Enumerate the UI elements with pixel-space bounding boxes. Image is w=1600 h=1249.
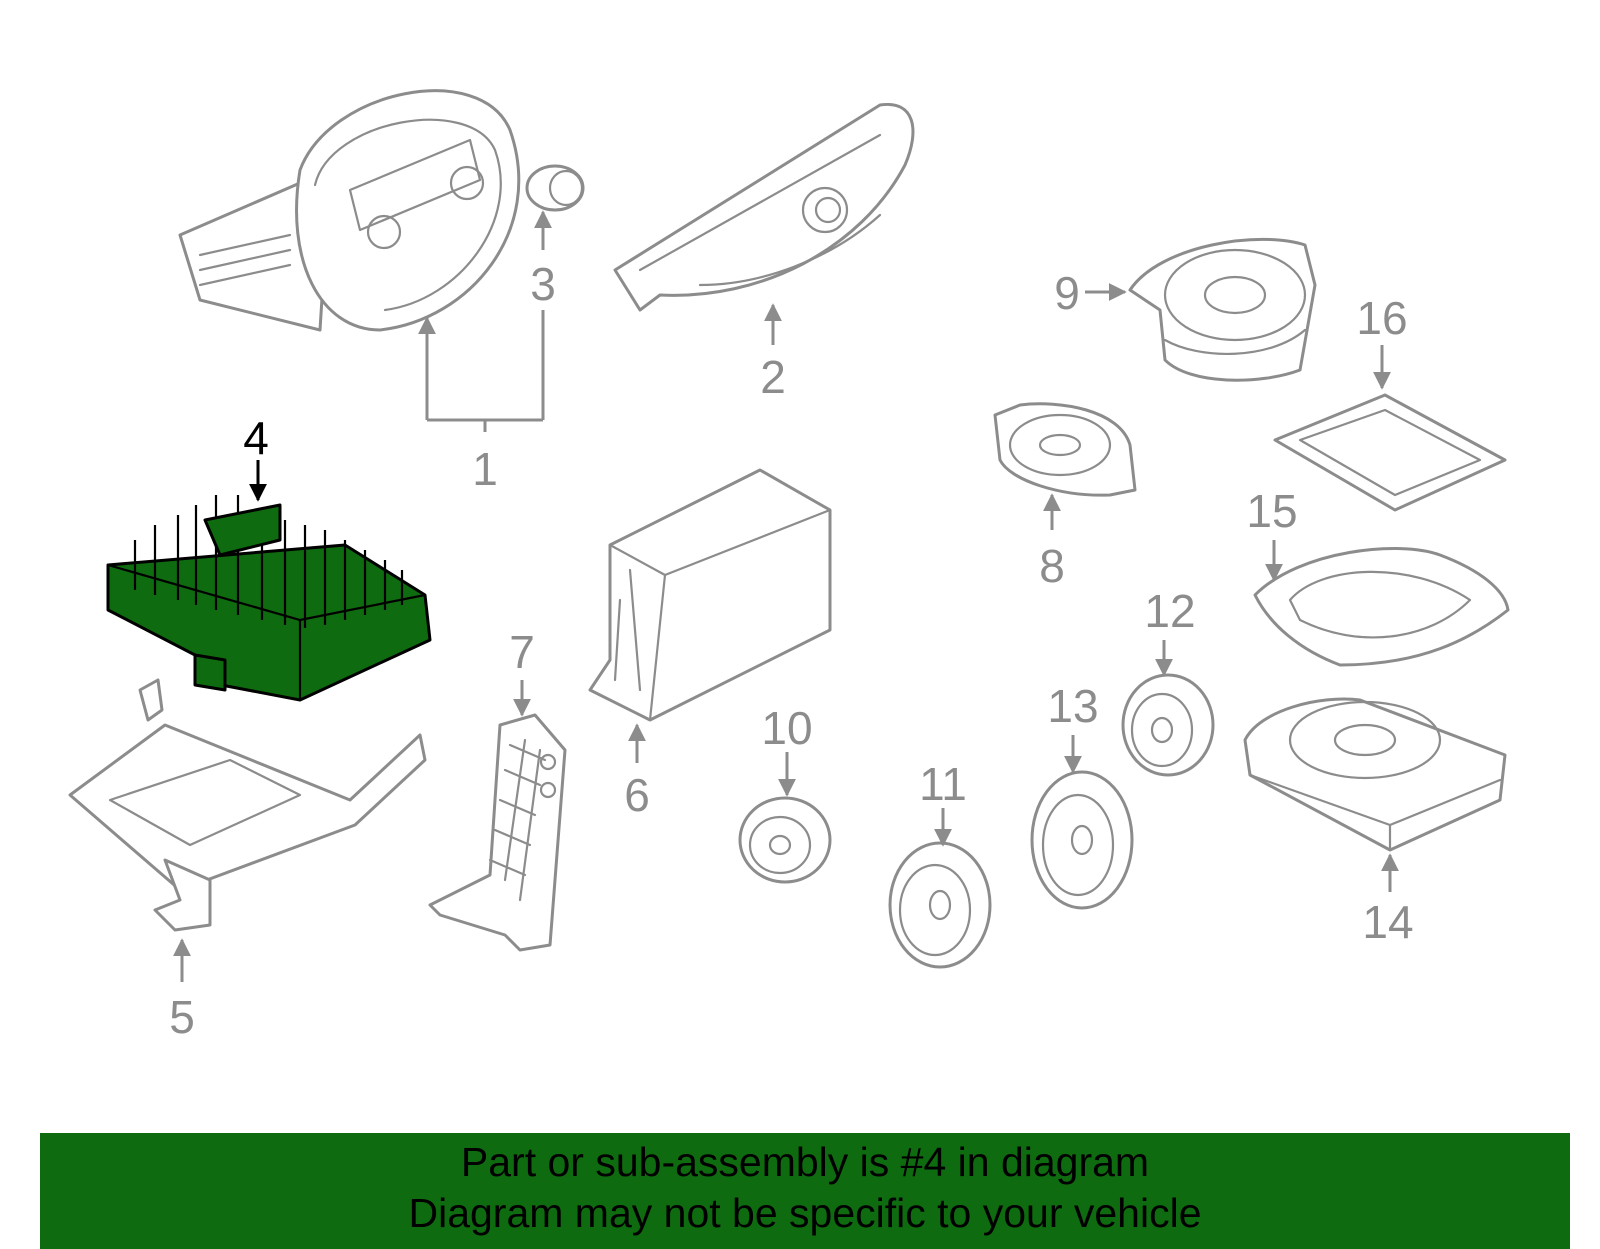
part-1-radio-unit	[178, 89, 521, 332]
part-9-speaker	[1128, 237, 1317, 382]
part-5-bracket	[68, 678, 427, 932]
callout-2: 2	[760, 351, 786, 403]
callout-11: 11	[919, 758, 967, 810]
part-6-module	[588, 468, 832, 722]
callout-5: 5	[169, 991, 195, 1043]
amplifier-body	[106, 543, 432, 702]
callout-7: 7	[509, 626, 535, 678]
part-11-speaker	[888, 841, 992, 969]
callout-15: 15	[1246, 485, 1297, 537]
part-10-tweeter	[738, 796, 832, 884]
part-13-speaker	[1030, 770, 1134, 910]
callout-3: 3	[530, 258, 556, 310]
callout-1: 1	[472, 443, 498, 495]
part-14-subwoofer	[1243, 697, 1507, 852]
callout-10: 10	[761, 702, 812, 754]
banner-line-1: Part or sub-assembly is #4 in diagram	[460, 1139, 1150, 1185]
callout-8: 8	[1039, 540, 1065, 592]
info-banner: Part or sub-assembly is #4 in diagram Di…	[40, 1133, 1570, 1249]
part-4-amplifier	[106, 495, 432, 702]
callout-16: 16	[1356, 292, 1407, 344]
callout-13: 13	[1047, 680, 1098, 732]
callout-labels: 1 2 3 4 5 6 7 8 9 10 11 12 13 14 15 16	[169, 258, 1413, 1043]
part-7-grille-bracket	[428, 713, 567, 952]
callout-14: 14	[1362, 896, 1413, 948]
leader-lines	[173, 210, 1399, 982]
leader-1	[425, 310, 545, 432]
part-16-gasket	[1273, 393, 1507, 512]
part-15-speaker-frame	[1253, 547, 1510, 667]
callout-9: 9	[1054, 267, 1080, 319]
part-2-control-panel	[613, 102, 915, 312]
part-3-knob	[525, 164, 585, 212]
part-8-speaker	[993, 402, 1137, 497]
part-12-tweeter	[1121, 673, 1215, 777]
banner-line-2: Diagram may not be specific to your vehi…	[408, 1190, 1202, 1236]
callout-4: 4	[243, 412, 269, 464]
callout-12: 12	[1144, 585, 1195, 637]
callout-6: 6	[624, 769, 650, 821]
